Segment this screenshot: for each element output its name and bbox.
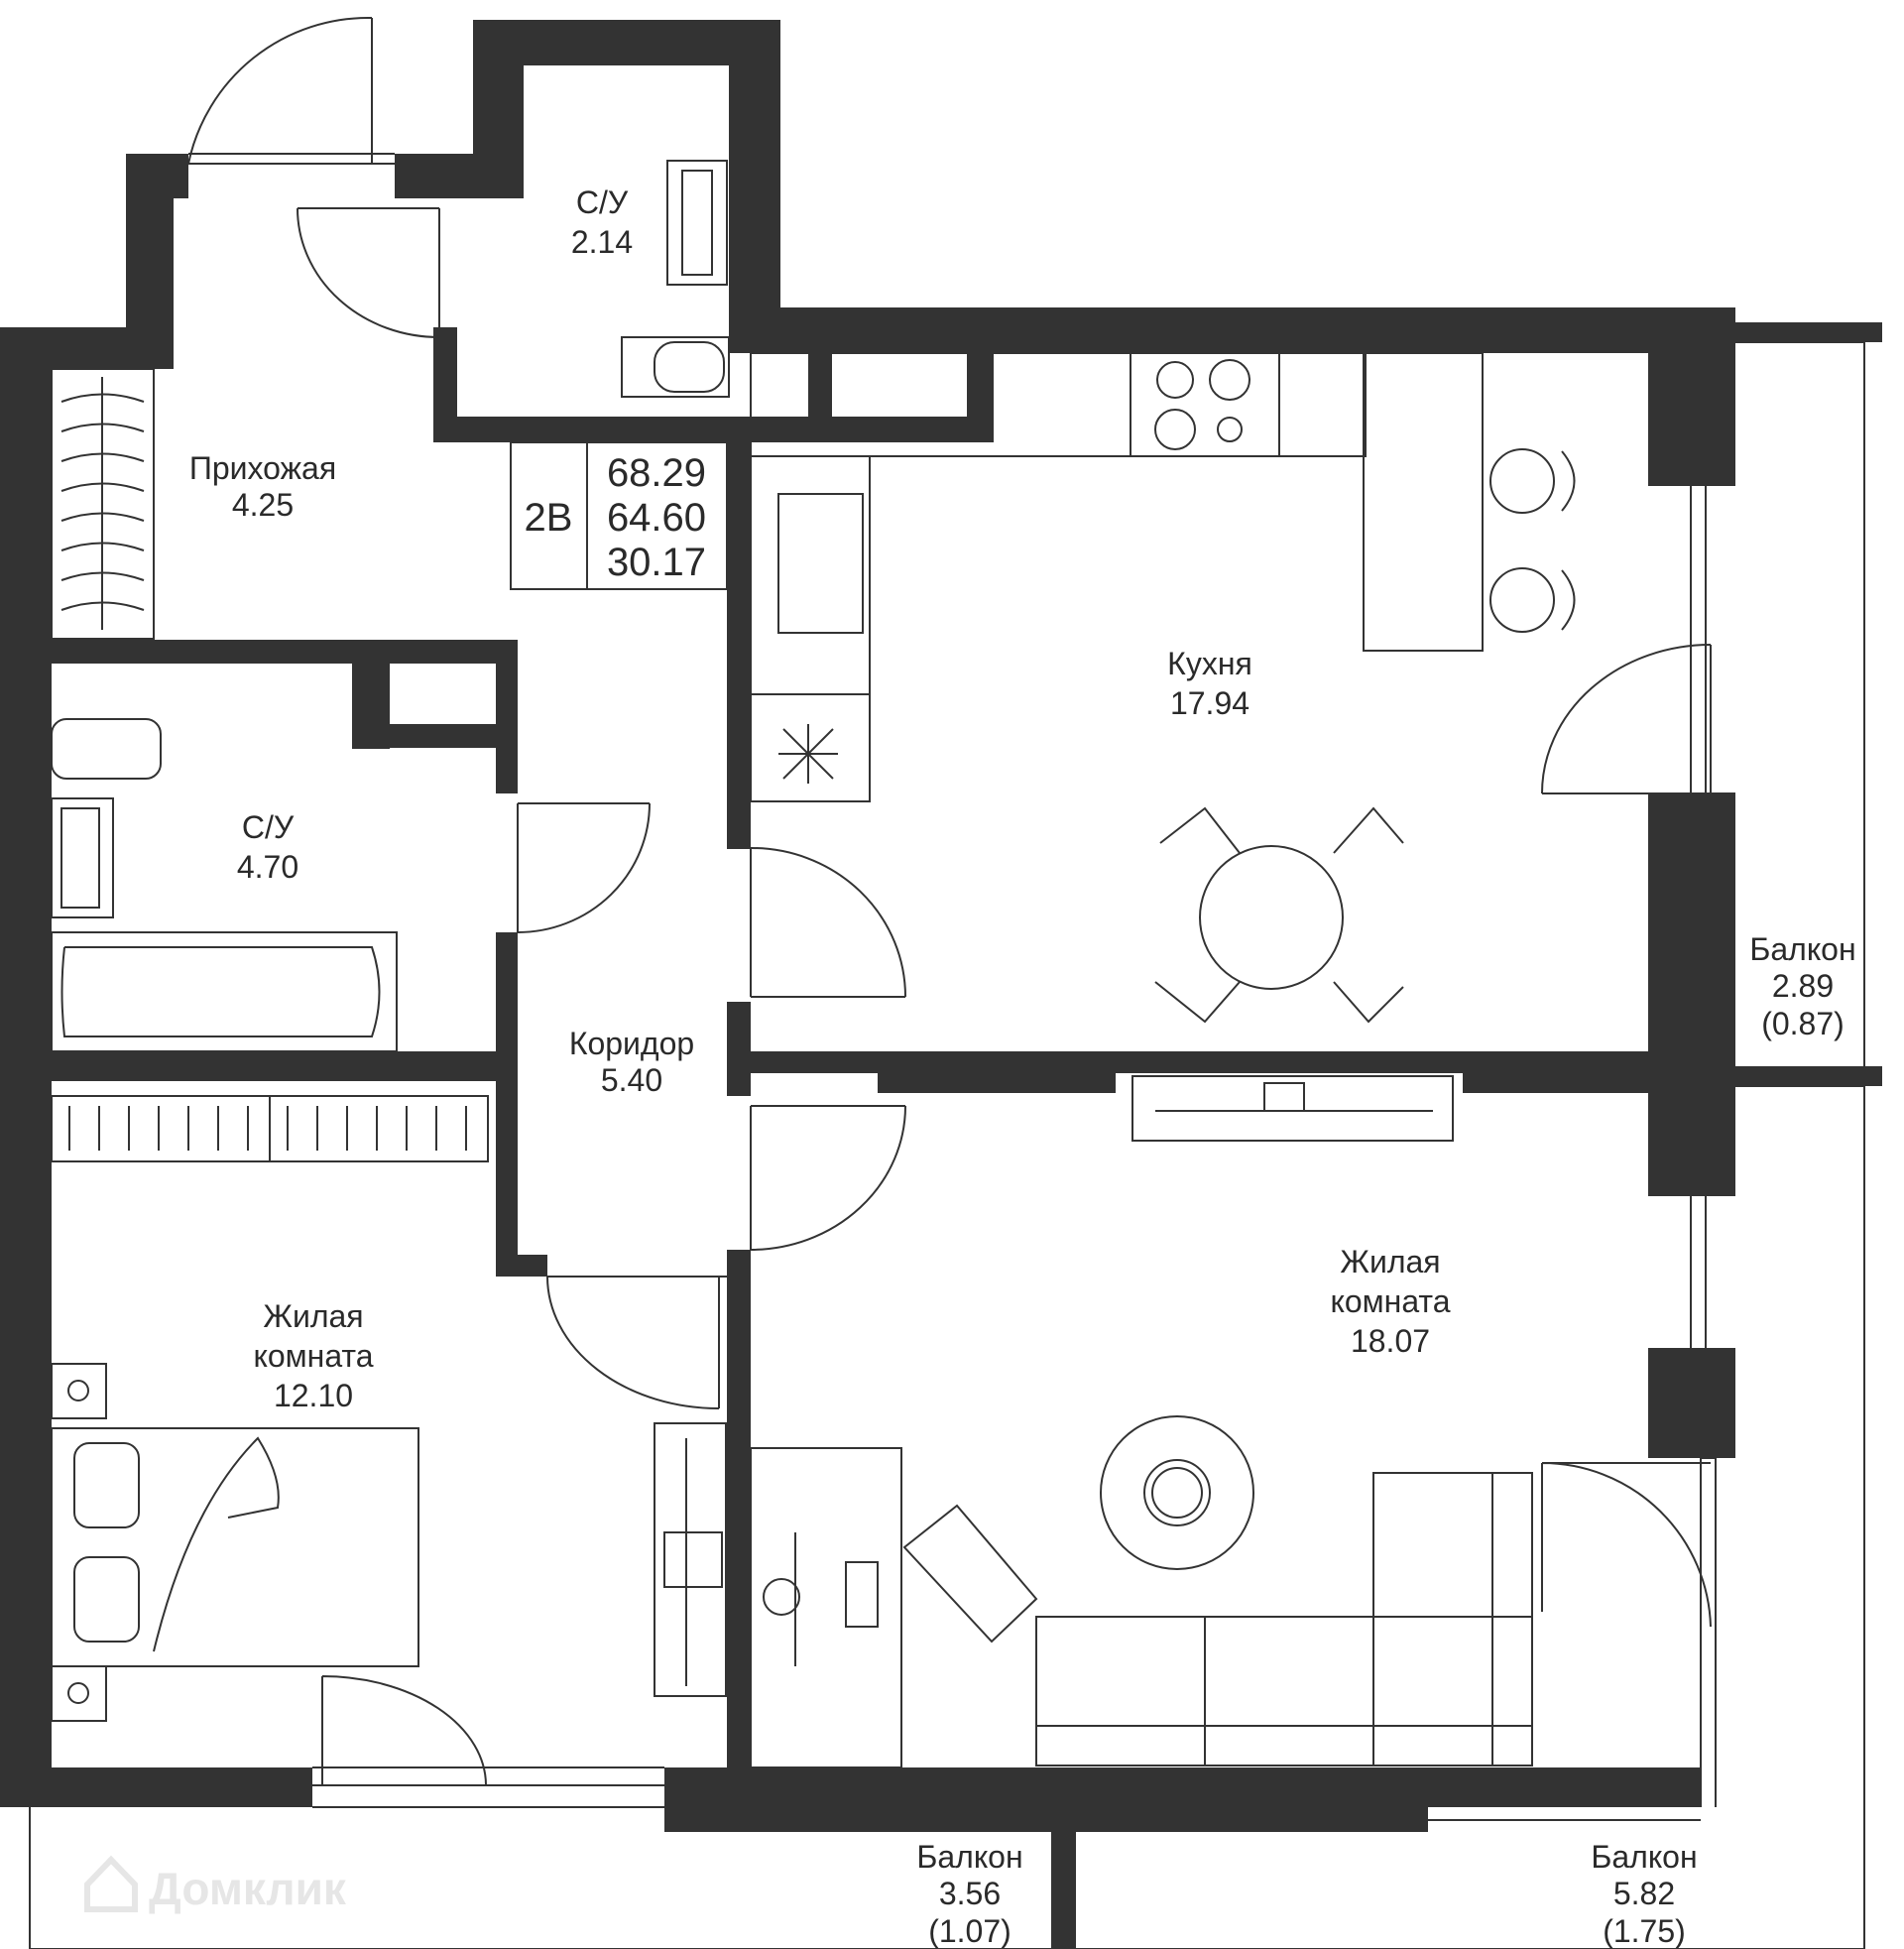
room-labels: С/У 2.14 Прихожая 4.25 Кухня 17.94 С/У 4… [189,184,1856,1949]
balcony-sl-area: 3.56 [939,1876,1001,1911]
hallway-area: 4.25 [232,487,294,523]
house-icon [84,1855,138,1912]
bedroom-wardrobe [51,1095,489,1162]
walls [0,20,1882,1949]
bath-small-name: С/У [576,184,629,220]
kitchen-area: 17.94 [1170,685,1250,721]
bedroom-name-2: комната [253,1338,373,1374]
balcony-sr-area: 5.82 [1613,1876,1675,1911]
living-name-2: комната [1330,1283,1450,1319]
corner-sofa [1035,1472,1533,1766]
balcony-sr-name: Балкон [1591,1839,1697,1875]
small-bath-fixtures [621,160,730,398]
watermark: Домклик [84,1855,347,1914]
balcony-sr-reduced: (1.75) [1603,1913,1686,1949]
tv-stand [1131,1075,1454,1142]
bath-large-area: 4.70 [237,849,298,885]
apartment-type: 2B [525,496,573,540]
kitchen-name: Кухня [1167,646,1252,681]
area-living: 30.17 [607,541,706,584]
area-info-box: 2B 68.29 64.60 30.17 [510,441,728,590]
bed [51,1363,419,1722]
furniture [51,160,1576,1768]
balcony-east-reduced: (0.87) [1761,1006,1844,1041]
living-name-1: Жилая [1340,1244,1440,1279]
corridor-name: Коридор [569,1026,694,1061]
bath-small-area: 2.14 [571,224,633,260]
doors [187,16,1712,1786]
balcony-sl-name: Балкон [916,1839,1022,1875]
area-total: 68.29 [607,451,706,495]
living-area: 18.07 [1351,1323,1430,1359]
balcony-east-name: Балкон [1749,931,1855,967]
large-bath-fixtures [51,718,398,1052]
corridor-area: 5.40 [601,1062,662,1098]
round-rug [1100,1415,1254,1570]
windows [188,153,1735,1808]
bedroom-desk [654,1422,727,1697]
dining-table [1154,806,1404,1024]
balcony-east-area: 2.89 [1772,968,1834,1004]
balcony-railings [29,341,1865,1949]
work-desk [750,1447,1038,1768]
bath-large-name: С/У [242,809,295,845]
balcony-sl-reduced: (1.07) [928,1913,1012,1949]
area-living-total: 64.60 [607,496,706,540]
bedroom-name-1: Жилая [263,1298,363,1334]
hallway-name: Прихожая [189,450,336,486]
watermark-text: Домклик [149,1863,347,1914]
bedroom-area: 12.10 [274,1378,353,1413]
kitchen-fixtures [750,352,1576,802]
hallway-wardrobe [51,368,155,640]
